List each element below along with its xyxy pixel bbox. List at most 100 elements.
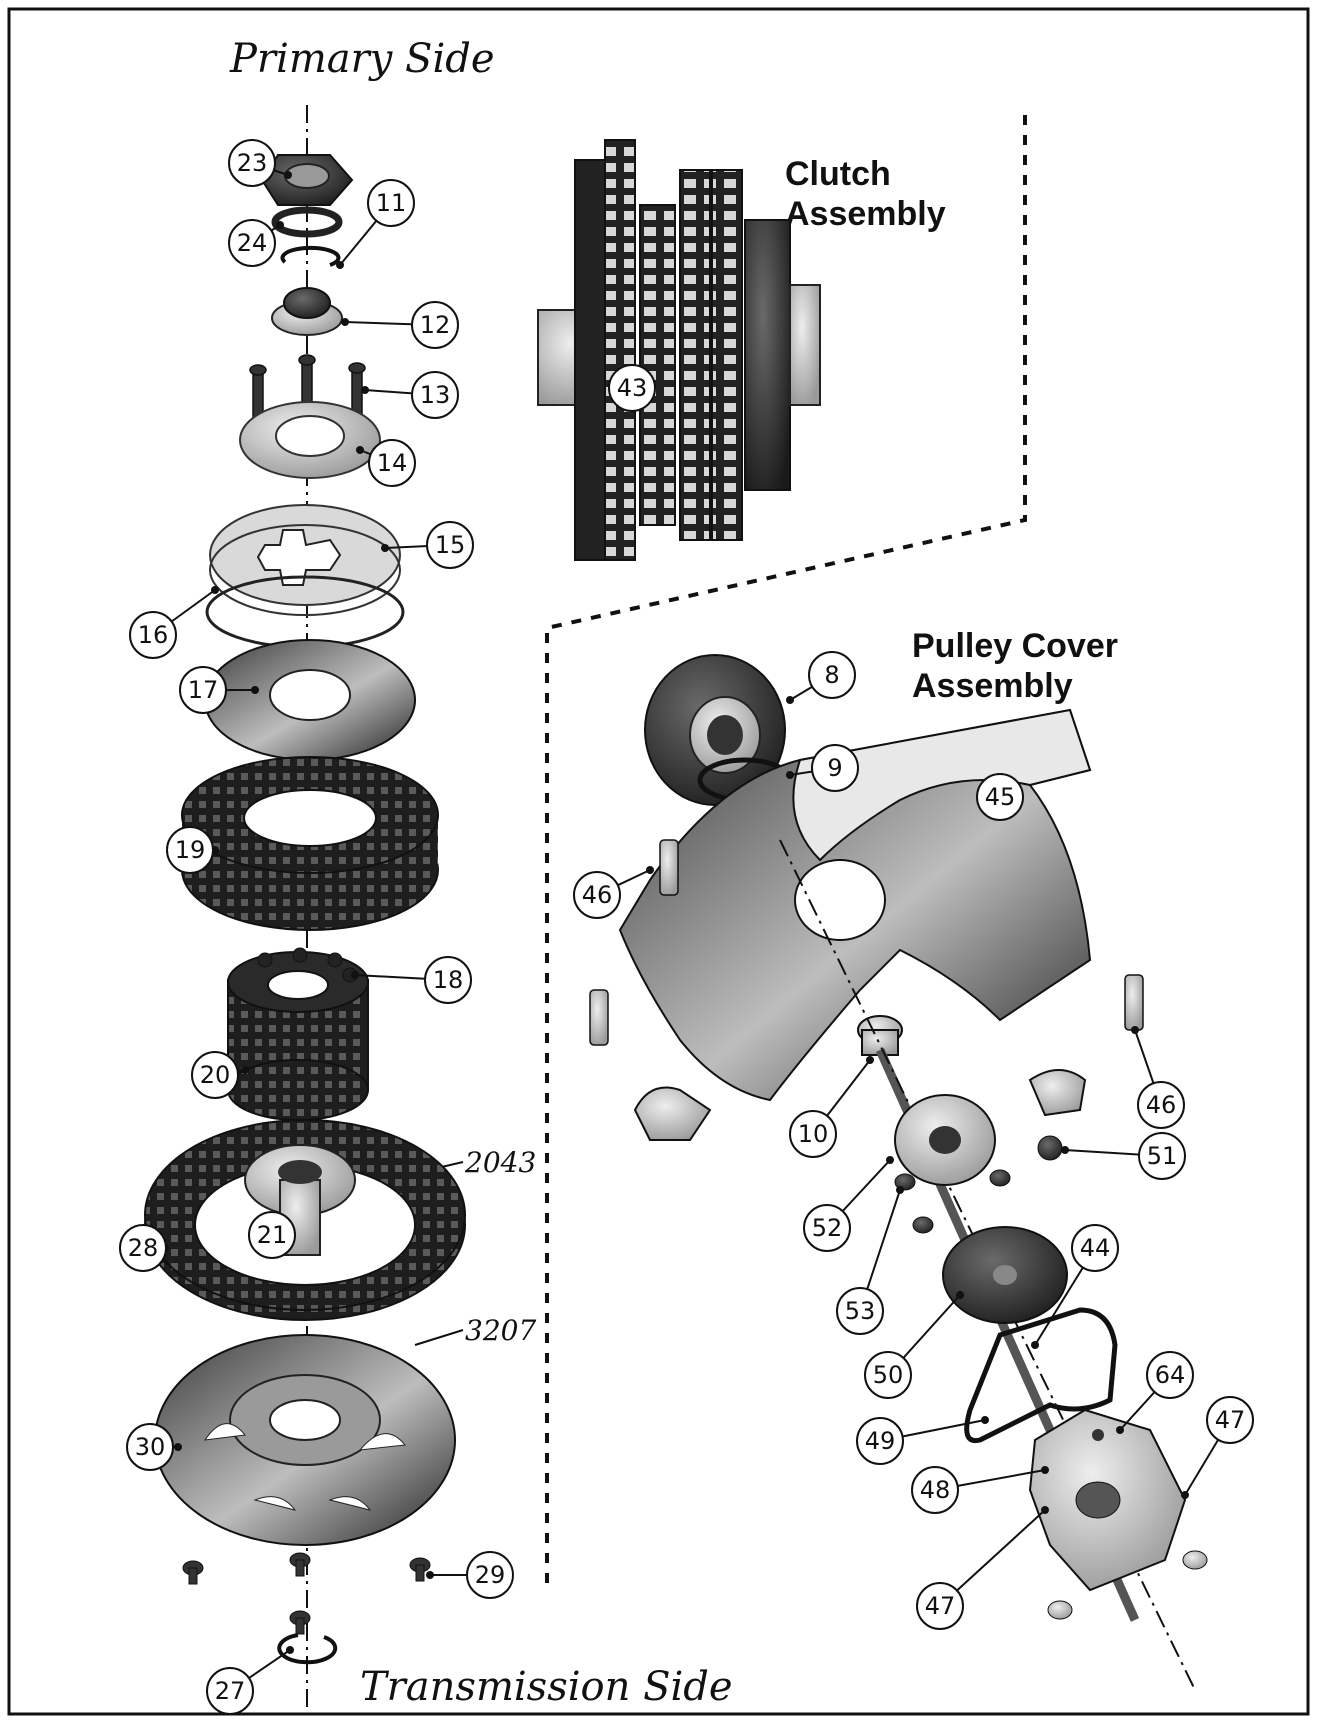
clutch-assembly-heading-line2: Assembly bbox=[785, 195, 946, 233]
callout-18: 18 bbox=[351, 956, 472, 1004]
callout-label: 23 bbox=[237, 149, 268, 177]
callout-52: 52 bbox=[803, 1156, 894, 1252]
part-23-nut bbox=[260, 154, 354, 206]
callout-label: 21 bbox=[257, 1221, 288, 1249]
callout-20: 20 bbox=[191, 1051, 249, 1099]
callout-19: 19 bbox=[166, 826, 219, 874]
callout-label: 47 bbox=[1215, 1406, 1246, 1434]
callout-label: 50 bbox=[873, 1361, 904, 1389]
callout-45: 45 bbox=[976, 773, 1024, 821]
callout-label: 48 bbox=[920, 1476, 951, 1504]
callout-24: 24 bbox=[228, 219, 284, 267]
pulley-cover-assembly-heading-line2: Assembly bbox=[912, 667, 1073, 705]
callout-label: 45 bbox=[985, 783, 1016, 811]
callout-label: 20 bbox=[200, 1061, 231, 1089]
callout-bubbles: 23 24 11 12 13 14 15 16 17 19 18 20 28 21 30 29 27 43 8 9 45… bbox=[119, 139, 1254, 1715]
part-53-screws bbox=[894, 1169, 1011, 1234]
clutch-assembly-heading-line1: Clutch bbox=[785, 155, 891, 193]
part-48-bearing-plate bbox=[1028, 1408, 1187, 1592]
callout-label: 49 bbox=[865, 1427, 896, 1455]
callout-label: 27 bbox=[215, 1677, 246, 1705]
callout-43: 43 bbox=[608, 364, 656, 412]
handwritten-transmission-side: Transmission Side bbox=[360, 1664, 733, 1710]
callout-label: 52 bbox=[812, 1214, 843, 1242]
part-24-washer bbox=[271, 206, 343, 238]
callout-label: 47 bbox=[925, 1592, 956, 1620]
callout-label: 53 bbox=[845, 1297, 876, 1325]
callout-47b: 47 bbox=[916, 1506, 1049, 1630]
callout-53: 53 bbox=[836, 1186, 904, 1335]
callout-30: 30 bbox=[126, 1423, 182, 1471]
callout-label: 10 bbox=[798, 1120, 829, 1148]
part-30-back-plate bbox=[154, 1334, 456, 1546]
part-17-plate bbox=[204, 639, 416, 761]
callout-label: 19 bbox=[175, 836, 206, 864]
callout-29: 29 bbox=[426, 1551, 514, 1599]
callout-12: 12 bbox=[341, 301, 459, 349]
callout-label: 9 bbox=[827, 754, 842, 782]
callout-label: 43 bbox=[617, 374, 648, 402]
pulley-cover-assembly-heading-line1: Pulley Cover bbox=[912, 627, 1118, 665]
callout-9: 9 bbox=[786, 744, 859, 792]
callout-15: 15 bbox=[381, 521, 474, 569]
part-64-pin bbox=[1092, 1429, 1104, 1441]
callout-8: 8 bbox=[786, 651, 856, 704]
handwritten-note-2043: 2043 bbox=[464, 1146, 536, 1179]
callout-28: 28 bbox=[119, 1224, 169, 1272]
callout-51: 51 bbox=[1061, 1132, 1186, 1180]
callout-label: 46 bbox=[1146, 1091, 1177, 1119]
callout-49: 49 bbox=[856, 1416, 989, 1465]
callout-21: 21 bbox=[248, 1211, 296, 1259]
page-frame bbox=[7, 7, 1310, 1716]
callout-50: 50 bbox=[864, 1291, 964, 1399]
callout-label: 17 bbox=[188, 676, 219, 704]
callout-44: 44 bbox=[1031, 1224, 1119, 1349]
part-29-screws bbox=[182, 1552, 431, 1635]
callout-48: 48 bbox=[911, 1466, 1049, 1514]
part-12-hub-nut bbox=[271, 287, 343, 336]
separator-clutch bbox=[545, 115, 1027, 1590]
callout-23: 23 bbox=[228, 139, 292, 187]
callout-17: 17 bbox=[179, 666, 259, 714]
part-19-disc-stack bbox=[181, 756, 439, 931]
callout-label: 64 bbox=[1155, 1361, 1186, 1389]
part-51-nut bbox=[1037, 1135, 1063, 1161]
callout-label: 29 bbox=[475, 1561, 506, 1589]
callout-label: 28 bbox=[128, 1234, 159, 1262]
callout-label: 18 bbox=[433, 966, 464, 994]
callout-46b: 46 bbox=[1131, 1026, 1185, 1129]
callout-label: 16 bbox=[138, 621, 169, 649]
callout-label: 14 bbox=[377, 449, 408, 477]
part-43-clutch-assembly bbox=[537, 139, 821, 561]
callout-label: 11 bbox=[376, 189, 407, 217]
callout-64: 64 bbox=[1116, 1351, 1194, 1434]
callout-label: 46 bbox=[582, 881, 613, 909]
part-15-pressure-plate bbox=[209, 504, 401, 616]
part-10-fitting bbox=[857, 1015, 903, 1056]
part-27-snap-ring bbox=[277, 1633, 338, 1665]
callout-label: 15 bbox=[435, 531, 466, 559]
callout-11: 11 bbox=[336, 179, 415, 269]
callout-27: 27 bbox=[206, 1646, 294, 1715]
part-49-gasket bbox=[964, 1307, 1118, 1444]
callout-label: 24 bbox=[237, 229, 268, 257]
callout-46a: 46 bbox=[573, 866, 654, 919]
callout-label: 8 bbox=[824, 661, 839, 689]
part-52-flange bbox=[894, 1094, 996, 1186]
callout-label: 51 bbox=[1147, 1142, 1178, 1170]
part-50-seal-plate bbox=[942, 1226, 1068, 1324]
callout-14: 14 bbox=[356, 439, 416, 487]
part-11-snap-ring bbox=[280, 245, 341, 267]
callout-47a: 47 bbox=[1181, 1396, 1254, 1499]
callout-label: 30 bbox=[135, 1433, 166, 1461]
part-14-retainer-plate bbox=[239, 401, 381, 479]
part-47-screws bbox=[1047, 1550, 1208, 1620]
callout-label: 44 bbox=[1080, 1234, 1111, 1262]
callout-label: 13 bbox=[420, 381, 451, 409]
callout-16: 16 bbox=[129, 586, 219, 659]
leader-note-3207 bbox=[414, 1329, 464, 1346]
callout-13: 13 bbox=[361, 371, 459, 419]
handwritten-note-3207: 3207 bbox=[465, 1314, 536, 1347]
callout-10: 10 bbox=[789, 1056, 874, 1158]
